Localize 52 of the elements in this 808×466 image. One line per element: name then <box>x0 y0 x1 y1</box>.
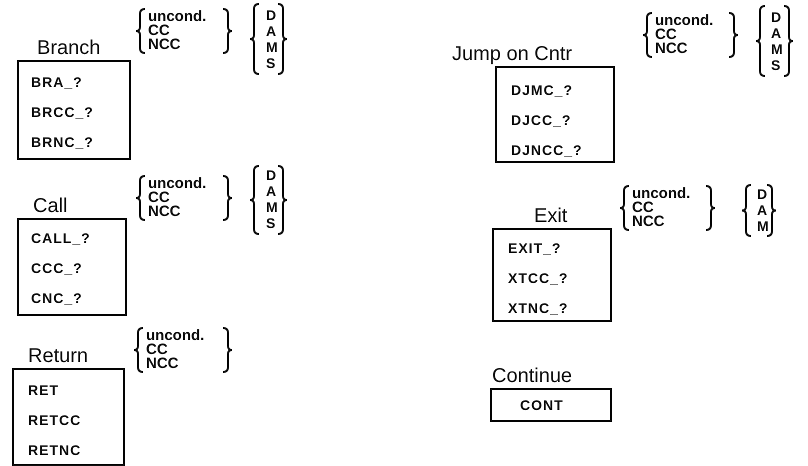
mode-letter: M <box>266 200 278 214</box>
mode-letter: M <box>266 40 278 54</box>
mode-letter: M <box>771 42 783 56</box>
command-name: EXIT_? <box>508 240 562 256</box>
group-heading: Exit <box>534 205 568 227</box>
mode-letter: A <box>757 203 768 217</box>
condition-option: NCC <box>632 215 664 229</box>
condition-option: CC <box>655 28 677 42</box>
group-heading: Return <box>28 345 88 367</box>
command-name: CCC_? <box>31 260 83 276</box>
command-name: RETNC <box>28 442 82 458</box>
mode-letter: D <box>266 8 276 22</box>
condition-option: uncond. <box>146 329 204 343</box>
condition-option: uncond. <box>655 14 714 28</box>
condition-option: CC <box>148 24 170 38</box>
command-name: RET <box>28 382 59 398</box>
mode-letter: M <box>757 219 769 233</box>
mode-letter: S <box>771 58 780 72</box>
command-name: RETCC <box>28 412 82 428</box>
mode-letter: D <box>266 168 276 182</box>
command-name: BRNC_? <box>31 134 94 150</box>
condition-option: NCC <box>148 38 180 52</box>
group-heading: Branch <box>37 37 100 59</box>
command-name: DJMC_? <box>511 82 574 98</box>
mode-letter: D <box>757 187 768 201</box>
mode-letter: A <box>771 26 782 40</box>
condition-option: NCC <box>655 42 688 56</box>
command-name: BRCC_? <box>31 104 94 120</box>
command-name: CALL_? <box>31 230 91 246</box>
group-heading: Jump on Cntr <box>452 43 572 65</box>
command-name: CONT <box>520 397 564 413</box>
condition-option: CC <box>632 201 654 215</box>
command-name: BRA_? <box>31 74 83 90</box>
condition-option: uncond. <box>632 187 690 201</box>
condition-option: NCC <box>148 205 180 219</box>
mode-letter: A <box>266 184 276 198</box>
condition-option: CC <box>146 343 168 357</box>
command-name: DJNCC_? <box>511 142 583 158</box>
group-heading: Continue <box>492 365 572 387</box>
condition-option: uncond. <box>148 177 206 191</box>
mode-letter: S <box>266 56 276 70</box>
mode-letter: A <box>266 24 276 38</box>
condition-option: CC <box>148 191 170 205</box>
mode-letter: D <box>771 10 782 24</box>
condition-option: NCC <box>146 357 178 371</box>
condition-option: uncond. <box>148 10 206 24</box>
mode-letter: S <box>266 216 276 230</box>
command-name: DJCC_? <box>511 112 572 128</box>
command-name: CNC_? <box>31 290 83 306</box>
command-name: XTCC_? <box>508 270 568 286</box>
group-heading: Call <box>33 195 68 217</box>
command-name: XTNC_? <box>508 300 568 316</box>
